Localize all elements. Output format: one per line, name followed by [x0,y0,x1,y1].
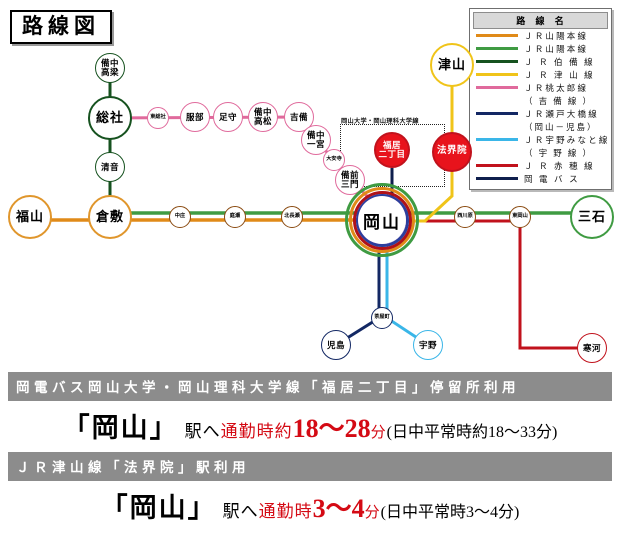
station-bicchu-ichinomiya[interactable]: 備中 一宮 [301,125,331,155]
station-okayama[interactable]: 岡山 [345,183,419,257]
legend-color-swatch [476,177,518,180]
station-hokaiin[interactable]: 法界院 [432,132,472,172]
legend-header: 路 線 名 [473,12,608,29]
station-daianji[interactable]: 大安寺 [323,149,345,171]
station-hattori[interactable]: 服部 [180,102,210,132]
station-uno[interactable]: 宇野 [413,330,443,360]
hub-ring-0 [345,183,419,257]
commute-label: 通勤時 [258,502,313,521]
route-lines-svg [30,65,592,350]
station-higashi-soja[interactable]: 東総社 [147,107,169,129]
legend-row: ＪＲ山陽本線 [473,29,608,42]
page-title: 路線図 [10,10,112,45]
legend-row: ＪＲ山陽本線 [473,42,608,55]
time-unit: 分 [364,505,380,521]
legend-color-swatch [476,47,518,50]
hub-ring-1 [349,187,415,253]
station-kojima[interactable]: 児島 [321,330,351,360]
commute-label: 通勤時約 [220,422,293,441]
legend-rows: ＪＲ山陽本線 ＪＲ山陽本線 Ｊ Ｒ 伯 備 線 Ｊ Ｒ 津 山 線 ＪＲ桃太郎線 （ 吉 … [473,29,608,185]
station-tsuyama[interactable]: 津山 [430,43,474,87]
to-label: 駅へ [184,422,221,441]
legend-row: Ｊ Ｒ 津 山 線 [473,68,608,81]
station-sogo[interactable]: 寒河 [577,333,607,363]
legend-label: ＪＲ山陽本線 [524,30,589,41]
legend-label: （ 吉 備 線 ） [524,95,594,106]
hub-ring-3 [355,193,409,247]
legend-color-swatch [476,164,518,167]
legend-color-swatch [476,138,518,141]
legend-label: ＪＲ瀬戸大橋線 [524,108,599,119]
legend-color-swatch [476,112,518,115]
destination-station: 「岡山」 [62,413,179,443]
station-bicchu-takahashi[interactable]: 備中 高梁 [95,53,125,83]
station-ashimori[interactable]: 足守 [213,102,243,132]
travel-time-value: 18～28 [292,414,371,443]
legend-color-swatch [476,73,518,76]
legend-label: Ｊ Ｒ 赤 穂 線 [524,160,595,171]
bus-route-annotation-label: 岡山大学・岡山理科大学線 [341,118,419,125]
legend-label: 岡 電 バ ス [524,173,580,184]
to-label: 駅へ [222,502,259,521]
legend-label: Ｊ Ｒ 伯 備 線 [524,56,595,67]
time-unit: 分 [370,425,386,441]
legend-row: ＪＲ瀬戸大橋線 [473,107,608,120]
station-nishigawara[interactable]: 西川原 [454,206,476,228]
station-kurashiki[interactable]: 倉敷 [88,195,132,239]
station-higashi-okayama[interactable]: 東岡山 [509,206,531,228]
legend-label: ＪＲ宇野みなと線 [524,134,610,145]
legend-row: （岡山－児島） [473,120,608,133]
legend-row: （ 宇 野 線 ） [473,146,608,159]
offpeak-note: (日中平常時3～4分) [380,504,520,521]
station-kiyone[interactable]: 清音 [95,152,125,182]
legend-label: ＪＲ桃太郎線 [524,82,589,93]
legend-label: ＪＲ山陽本線 [524,43,589,54]
destination-station: 「岡山」 [100,493,217,523]
legend-label: （岡山－児島） [524,121,598,132]
legend-label: （ 宇 野 線 ） [524,147,594,158]
station-bicchu-takamatsu[interactable]: 備中 高松 [248,102,278,132]
legend-label: Ｊ Ｒ 津 山 線 [524,69,595,80]
legend-row: ＪＲ桃太郎線 [473,81,608,94]
legend-row: Ｊ Ｒ 伯 備 線 [473,55,608,68]
hub-ring-2 [352,190,412,250]
legend-row: （ 吉 備 線 ） [473,94,608,107]
legend-row: Ｊ Ｒ 赤 穂 線 [473,159,608,172]
station-chayamachi[interactable]: 茶屋町 [371,307,393,329]
route-map: 岡山大学・岡山理科大学線 備中 高梁総社清音倉敷福山東総社服部足守備中 高松吉備… [8,43,614,363]
legend-color-swatch [476,86,518,89]
station-fukui-nichome[interactable]: 福居 二丁目 [374,132,410,168]
station-niwase[interactable]: 庭瀬 [224,206,246,228]
legend-color-swatch [476,60,518,63]
info-panel-heading: 岡電バス岡山大学・岡山理科大学線「福居二丁目」停留所利用 [8,372,612,401]
legend-row: 岡 電 バ ス [473,172,608,185]
station-okayama-label: 岡山 [358,196,406,244]
station-kitanagase[interactable]: 北長瀬 [281,206,303,228]
line-ako [355,219,592,350]
station-nakasho[interactable]: 中庄 [169,206,191,228]
station-fukuyama[interactable]: 福山 [8,195,52,239]
travel-time-value: 3～4 [312,494,365,523]
offpeak-note: (日中平常時約18～33分) [386,424,558,441]
info-panel-heading: ＪＲ津山線「法界院」駅利用 [8,452,612,481]
station-soja[interactable]: 総社 [88,96,132,140]
station-mitsuishi[interactable]: 三石 [570,195,614,239]
legend-color-swatch [476,34,518,37]
legend-row: ＪＲ宇野みなと線 [473,133,608,146]
legend-panel: 路 線 名 ＪＲ山陽本線 ＪＲ山陽本線 Ｊ Ｒ 伯 備 線 Ｊ Ｒ 津 山 線 ＪＲ桃太… [469,8,612,190]
